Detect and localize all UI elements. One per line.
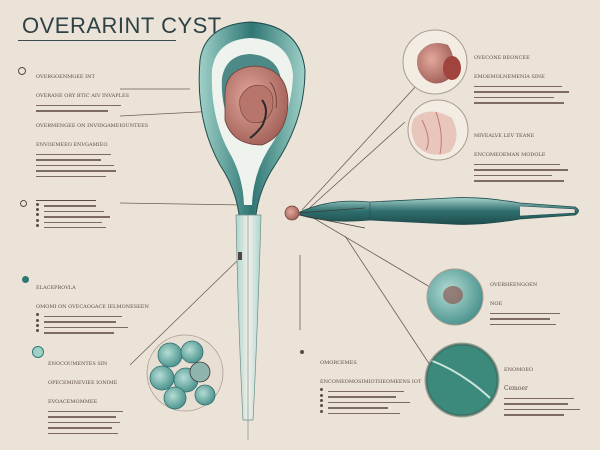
marker-dot xyxy=(22,276,29,283)
label-subheading: OPECEMINEVIEE IONIME xyxy=(48,380,118,386)
marker-dot xyxy=(32,346,44,358)
label-heading: ENOCOUMENTES SIN xyxy=(48,361,108,367)
label-left-3 xyxy=(36,200,146,229)
label-heading: MIVEALVE LEV TEANE xyxy=(474,133,535,139)
marker-dot xyxy=(20,200,27,207)
marker-dot xyxy=(300,350,304,354)
label-subheading: OMOMI ON OVECAOGACE IELMONESEEN xyxy=(36,304,149,310)
label-subheading: ENCOMEOMOSIMIOTHEOMEENS IOT xyxy=(320,379,422,385)
marker-dot xyxy=(18,67,26,75)
label-bottom-middle: OMORCEMES ENCOMEOMOSIMIOTHEOMEENS IOT xyxy=(320,349,430,414)
inset-bottom-right xyxy=(424,342,500,418)
label-left-4: ELACEPROVLA OMOMI ON OVECAOGACE IELMONES… xyxy=(36,274,156,334)
inset-cells-left xyxy=(146,334,224,412)
label-subheading: OVERANE ORY BTIC AIV INVAPLES xyxy=(36,93,130,99)
label-left-2: OVERMENGEE ON INVIDGAMEIOUNTEES ENVOEMEE… xyxy=(36,112,149,177)
label-heading: ELACEPROVLA xyxy=(36,285,76,291)
label-right-2: MIVEALVE LEV TEANE ENCOMEOEMAN MODOLE xyxy=(474,122,584,182)
label-heading: OVERHEENGOEN xyxy=(490,282,538,288)
label-subheading: ENCOMEOEMAN MODOLE xyxy=(474,152,546,158)
label-right-3: OVERHEENGOEN NOE xyxy=(490,271,585,326)
label-subheading-2: EVOACEMOMMEE xyxy=(48,399,98,405)
inset-mid-right xyxy=(407,99,469,161)
label-bottom-right: ENOMOEO Cemoer xyxy=(504,356,589,416)
title-underline xyxy=(18,40,176,41)
label-heading: OMORCEMES xyxy=(320,360,357,366)
label-subheading: ENVOEMEEO ENVGAMIEO xyxy=(36,142,108,148)
organ-illustration xyxy=(198,21,306,440)
label-left-1: OVERGOENMGEE INT OVERANE ORY BTIC AIV IN… xyxy=(36,63,130,112)
page-title: OVERARINT CYST xyxy=(22,13,222,38)
label-subheading: NOE xyxy=(490,301,503,307)
label-heading: ENOMOEO xyxy=(504,367,534,373)
inset-top-right xyxy=(402,29,468,95)
probe-illustration xyxy=(284,197,579,229)
inset-cell-right xyxy=(426,268,484,326)
label-left-5: ENOCOUMENTES SIN OPECEMINEVIEE IONIME EV… xyxy=(48,350,143,434)
label-right-1: OVECONE BEONCEE EMOEMOLNEMENIA SINE xyxy=(474,44,584,104)
label-heading: OVECONE BEONCEE xyxy=(474,55,530,61)
label-heading: OVERMENGEE ON INVIDGAMEIOUNTEES xyxy=(36,123,149,129)
label-heading: OVERGOENMGEE INT xyxy=(36,74,95,80)
label-subheading: Cemoer xyxy=(504,385,528,392)
label-subheading: EMOEMOLNEMENIA SINE xyxy=(474,74,545,80)
